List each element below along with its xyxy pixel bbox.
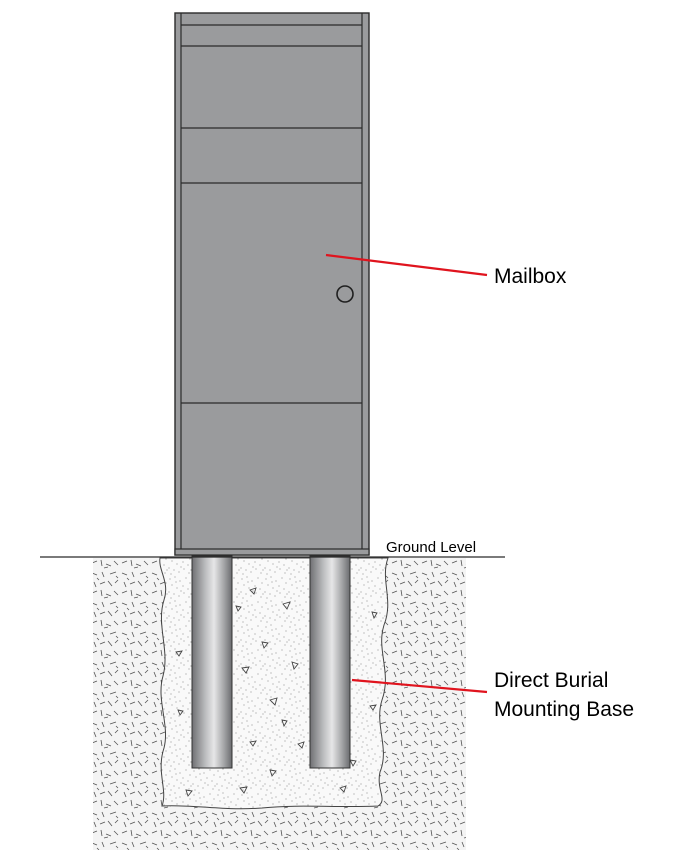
ground-level-label: Ground Level [386,539,476,556]
aggregate-stones [175,587,378,797]
mailbox-leader-line [325,253,488,277]
base-label-line2: Mounting Base [494,698,634,721]
mailbox-cabinet [174,12,370,556]
mailbox-label: Mailbox [494,265,567,288]
left-post [191,555,233,769]
right-post [309,555,351,769]
base-leader-line [351,678,488,694]
lock-icon [336,285,354,303]
base-label-line1: Direct Burial [494,669,608,692]
